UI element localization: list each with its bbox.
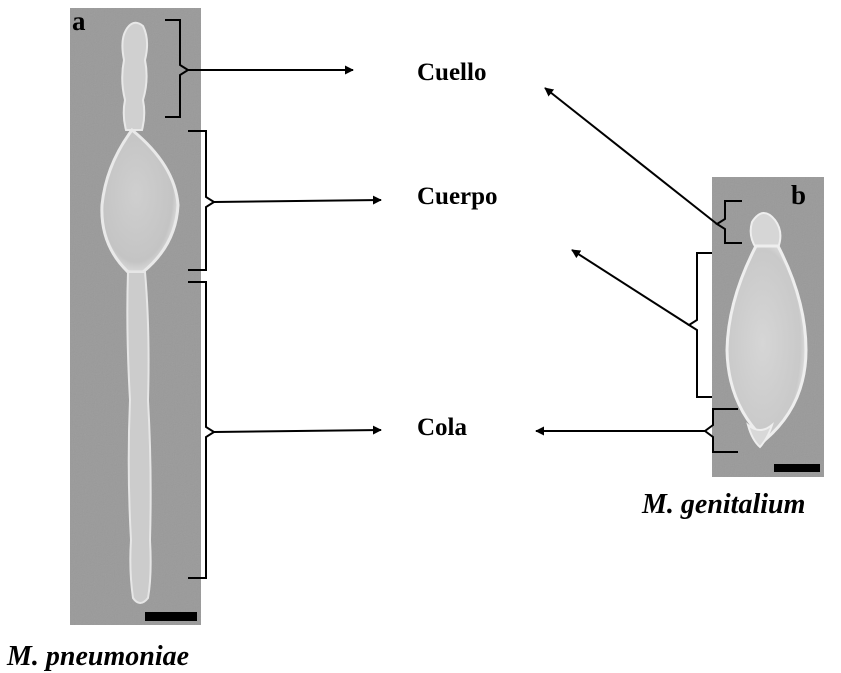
cell-a-tail — [127, 272, 150, 603]
panel-letter-a: a — [72, 6, 86, 36]
arrow-a-body — [214, 200, 381, 202]
micrograph-b: b — [712, 177, 824, 477]
arrow-a-tail — [214, 430, 381, 432]
species-label-a: M. pneumoniae — [6, 641, 189, 672]
label-neck: Cuello — [417, 59, 486, 86]
label-tail: Cola — [417, 414, 468, 441]
micrograph-a: a — [70, 6, 201, 625]
cell-a-neck — [122, 23, 147, 130]
scale-bar-a — [145, 612, 197, 621]
arrow-b-neck — [545, 88, 717, 224]
bracket-b-body — [689, 253, 712, 397]
panel-letter-b: b — [791, 180, 806, 210]
species-label-b: M. genitalium — [641, 489, 805, 520]
label-body: Cuerpo — [417, 183, 498, 210]
scale-bar-b — [774, 464, 820, 472]
arrow-b-body — [572, 250, 689, 325]
